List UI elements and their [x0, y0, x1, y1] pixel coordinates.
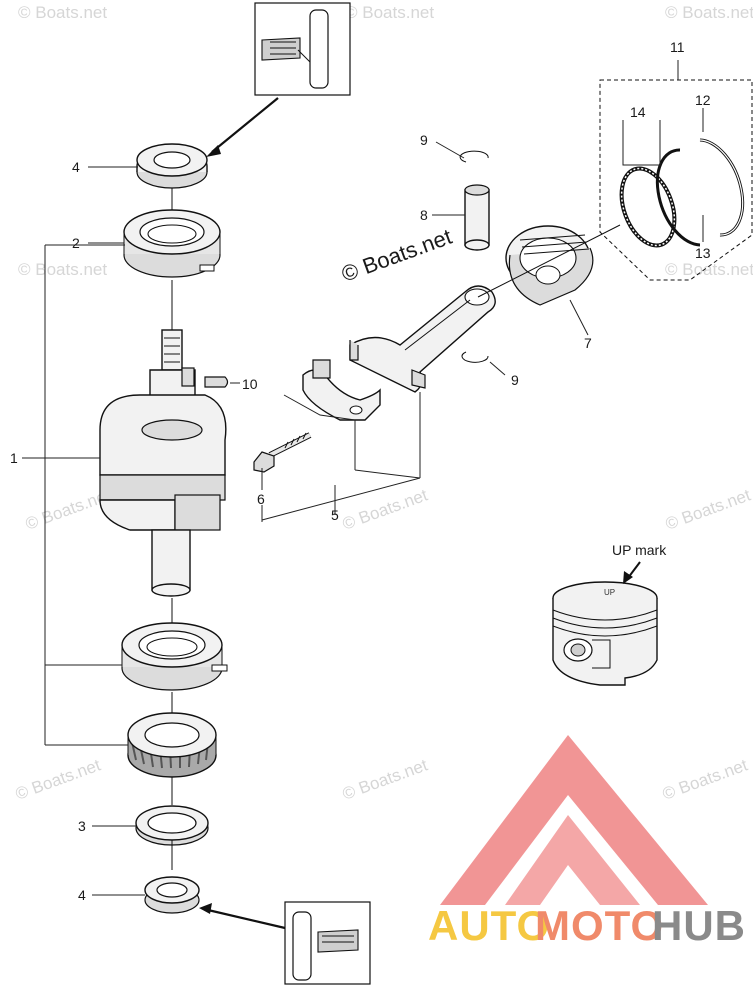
callout-6: 6 [257, 491, 265, 507]
callout-9-bottom: 9 [511, 372, 519, 388]
rod-bolt [253, 432, 312, 473]
callout-14: 14 [630, 104, 646, 120]
brand-word-moto: MOTO [535, 902, 664, 949]
callout-7: 7 [584, 335, 592, 351]
watermark: © Boats.net [340, 755, 430, 803]
piston-ring-top [699, 138, 745, 237]
up-mark-stamp: UP [604, 588, 615, 597]
watermark: © Boats.net [665, 260, 753, 279]
callout-11: 11 [670, 39, 685, 55]
seal-detail-inset-bottom [284, 901, 371, 985]
rod-cap [302, 359, 381, 421]
watermark: © Boats.net [665, 3, 753, 22]
crankshaft [99, 329, 227, 597]
connecting-rod [349, 285, 496, 393]
seal-detail-inset-top [254, 2, 351, 96]
leader-bracket-1 [44, 244, 128, 746]
brand-word-hub: HUB [652, 902, 746, 949]
logo-inner-mark [505, 815, 640, 905]
bearing-bottom [121, 622, 228, 691]
watermark: © Boats.net [13, 755, 103, 803]
inset-arrow-top [211, 97, 279, 153]
up-mark-piston: UP [552, 581, 658, 686]
bearing-top [123, 209, 221, 278]
callout-labels: 1 2 3 4 4 5 6 7 8 9 9 10 11 12 13 14 UP … [10, 39, 711, 903]
crank-gear [127, 712, 217, 778]
callout-8: 8 [420, 207, 428, 223]
piston-pin [464, 184, 490, 251]
piston-ring-set-box [599, 79, 753, 281]
thrust-washer [135, 805, 209, 846]
callout-13: 13 [695, 245, 711, 261]
watermark: © Boats.net [18, 260, 107, 279]
callout-1: 1 [10, 450, 18, 466]
up-mark-arrowhead [623, 571, 633, 584]
callout-10: 10 [242, 376, 258, 392]
oil-seal-bottom [144, 876, 200, 914]
oil-seal-top [136, 143, 208, 189]
piston-pin-clip-bottom [461, 351, 489, 363]
callout-12: 12 [695, 92, 711, 108]
woodruff-key [204, 376, 229, 388]
watermark: © Boats.net [18, 3, 107, 22]
watermark: © Boats.net [660, 755, 750, 803]
brand-logo: AUTO MOTO HUB [428, 735, 746, 949]
callout-4-top: 4 [72, 159, 80, 175]
callout-5: 5 [331, 507, 339, 523]
watermark: © Boats.net [663, 485, 753, 533]
piston-ring-oil [619, 166, 677, 248]
brand-word-auto: AUTO [428, 902, 550, 949]
piston [505, 225, 594, 306]
callout-3: 3 [78, 818, 86, 834]
inset-arrowhead-bottom [199, 903, 212, 914]
callout-9-top: 9 [420, 132, 428, 148]
leader-bracket-5 [261, 392, 421, 521]
inset-arrow-bottom [207, 908, 286, 930]
piston-ring-second [655, 148, 701, 247]
piston-pin-clip-top [459, 150, 489, 163]
logo-triangle [440, 735, 708, 905]
callout-2: 2 [72, 235, 80, 251]
callout-4-bottom: 4 [78, 887, 86, 903]
inset-arrowhead-top [206, 145, 221, 157]
watermark-center: © Boats.net [338, 224, 455, 287]
up-mark-label: UP mark [612, 542, 667, 558]
watermark: © Boats.net [340, 485, 430, 533]
watermark: © Boats.net [345, 3, 434, 22]
